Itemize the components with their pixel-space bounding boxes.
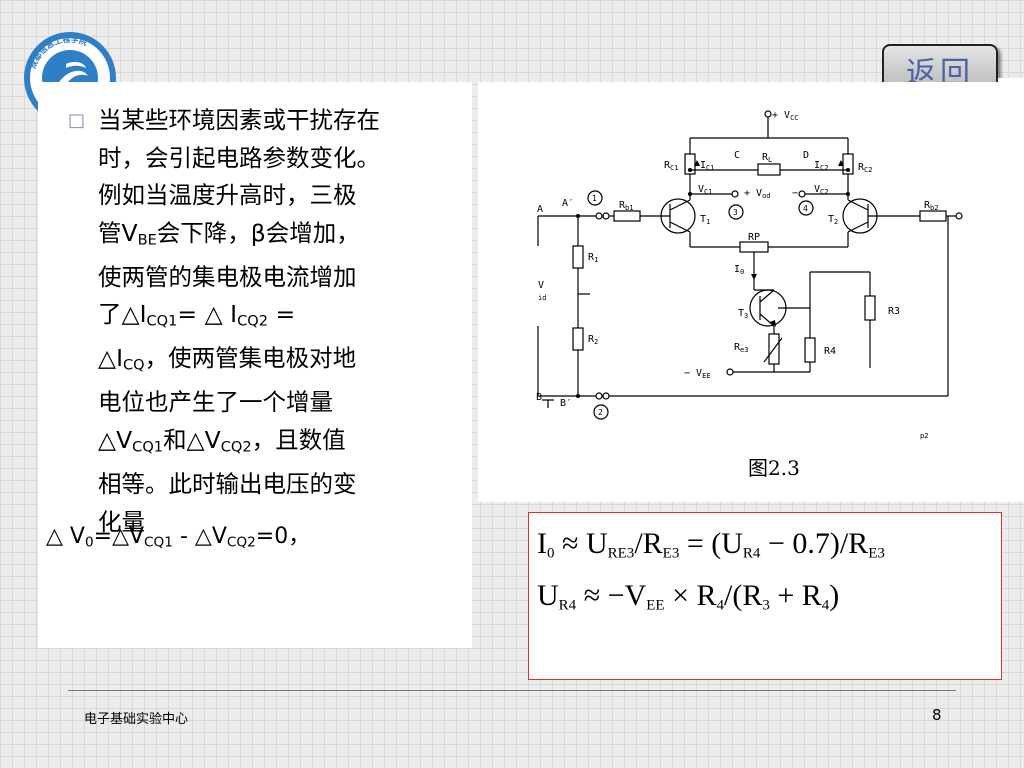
circuit-label-n1: 1 <box>592 194 597 203</box>
circuit-label-rc1: RC1 <box>664 160 678 172</box>
circuit-label-t1: T1 <box>700 214 710 226</box>
circuit-label-rc2: RC2 <box>858 162 872 174</box>
equation-ur4: UR4 ≈ −VEE × R4/(R3 + R4) <box>537 579 840 614</box>
circuit-panel: + VCC RC1 IC1 C RL D IC2 RC2 VC1 + Vod −… <box>478 82 1024 502</box>
circuit-label-d: D <box>803 150 809 161</box>
circuit-label-corner: p2 <box>920 432 928 440</box>
bullet-paragraph: □ 当某些环境因素或干扰存在 时，会引起电路参数变化。 例如当温度升高时，三极 … <box>68 102 458 541</box>
circuit-label-rb2: Rb2 <box>924 200 938 212</box>
circuit-label-a-prime: A′ <box>562 198 574 209</box>
circuit-label-c: C <box>734 150 740 161</box>
circuit-label-t3: T3 <box>738 308 748 320</box>
page-number: 8 <box>932 706 942 724</box>
circuit-label-i0: I0 <box>734 264 744 276</box>
circuit-diagram: + VCC RC1 IC1 C RL D IC2 RC2 VC1 + Vod −… <box>536 110 963 440</box>
circuit-label-ic2: IC2 <box>814 160 828 172</box>
bullet-square-icon: □ <box>68 110 86 131</box>
circuit-label-vod: + Vod <box>744 188 771 200</box>
equation-i0: I0 ≈ URE3/RE3 = (UR4 − 0.7)/RE3 <box>537 527 885 562</box>
footer-text: 电子基础实验中心 <box>84 712 189 727</box>
equation-box: I0 ≈ URE3/RE3 = (UR4 − 0.7)/RE3 UR4 ≈ −V… <box>528 512 1002 680</box>
circuit-label-vid-sub: id <box>538 294 546 302</box>
circuit-label-vid: V <box>538 280 544 291</box>
circuit-label-rp: RP <box>748 232 760 243</box>
circuit-label-rl: RL <box>762 152 772 164</box>
circuit-label-r3: R3 <box>888 306 900 317</box>
circuit-label-vc2: VC2 <box>814 184 828 196</box>
output-formula: △ V0=△VCQ1 - △VCQ2=0， <box>46 524 311 551</box>
circuit-label-rb1: Rb1 <box>619 200 633 212</box>
circuit-label-re3: Re3 <box>734 342 748 354</box>
circuit-label-r1: R1 <box>588 252 598 264</box>
figure-caption: 图2.3 <box>748 456 800 480</box>
footer-divider <box>68 690 956 691</box>
circuit-label-a: A <box>537 204 543 215</box>
circuit-label-b: B <box>536 392 542 403</box>
circuit-label-vc1: VC1 <box>698 184 712 196</box>
circuit-label-n4: 4 <box>803 204 808 213</box>
circuit-label-vod-minus: − <box>792 188 798 199</box>
text-panel: □ 当某些环境因素或干扰存在 时，会引起电路参数变化。 例如当温度升高时，三极 … <box>38 82 472 648</box>
circuit-label-n3: 3 <box>733 208 738 217</box>
circuit-label-ic1: IC1 <box>700 160 714 172</box>
circuit-label-vee: − VEE <box>684 368 711 380</box>
circuit-label-r2: R2 <box>588 334 598 346</box>
circuit-label-b-prime: B′ <box>560 398 572 409</box>
circuit-label-r4: R4 <box>824 346 836 357</box>
circuit-label-t2: T2 <box>828 214 838 226</box>
circuit-label-vcc: + VCC <box>772 110 799 122</box>
circuit-label-n2: 2 <box>598 408 603 417</box>
